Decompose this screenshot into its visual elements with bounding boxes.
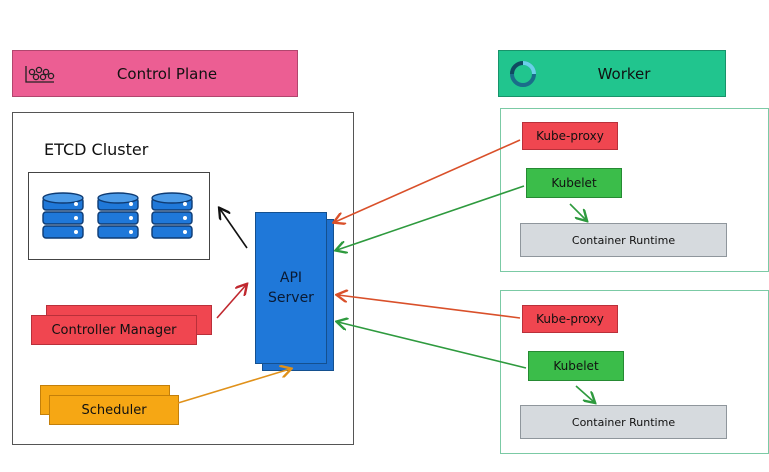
ring-cycle-icon — [510, 61, 536, 87]
api-server-label-line1: API — [279, 270, 303, 286]
kubelet-2-to-api-arrow — [338, 322, 527, 369]
api-to-etcd-arrow — [220, 209, 248, 249]
kube-proxy-label: Kube-proxy — [536, 129, 604, 143]
scheduler: Scheduler — [49, 395, 179, 425]
kube-proxy-1-to-api-arrow — [335, 139, 521, 222]
container-runtime-1: Container Runtime — [520, 223, 727, 257]
kubelet-label: Kubelet — [551, 176, 597, 190]
kubelet-label: Kubelet — [553, 359, 599, 373]
container-runtime-2: Container Runtime — [520, 405, 727, 439]
kubelet-2: Kubelet — [528, 351, 624, 381]
scheduler-to-api-arrow — [177, 369, 290, 404]
worker-header: Worker — [498, 50, 726, 97]
api-server-label-line2: Server — [268, 290, 314, 306]
kubelet-2-to-runtime-arrow — [575, 385, 594, 402]
kubelet-1: Kubelet — [526, 168, 622, 198]
scheduler-label: Scheduler — [81, 402, 147, 418]
cluster-nodes-icon — [25, 66, 55, 83]
kubelet-1-to-api-arrow — [337, 185, 525, 250]
control-plane-header: Control Plane — [12, 50, 298, 97]
control-plane-title: Control Plane — [116, 64, 218, 83]
kube-proxy-label: Kube-proxy — [536, 312, 604, 326]
kube-proxy-2: Kube-proxy — [522, 305, 618, 333]
kubelet-1-to-runtime-arrow — [569, 203, 586, 220]
controller-to-api-arrow — [216, 285, 246, 319]
kube-proxy-2-to-api-arrow — [338, 295, 521, 319]
controller-manager: Controller Manager — [31, 315, 197, 345]
controller-manager-label: Controller Manager — [51, 322, 177, 338]
api-server: API Server — [255, 212, 327, 364]
container-runtime-label: Container Runtime — [571, 415, 676, 429]
etcd-cluster-title: ETCD Cluster — [44, 140, 149, 159]
kube-proxy-1: Kube-proxy — [522, 122, 618, 150]
worker-title: Worker — [597, 64, 651, 83]
container-runtime-label: Container Runtime — [571, 233, 676, 247]
